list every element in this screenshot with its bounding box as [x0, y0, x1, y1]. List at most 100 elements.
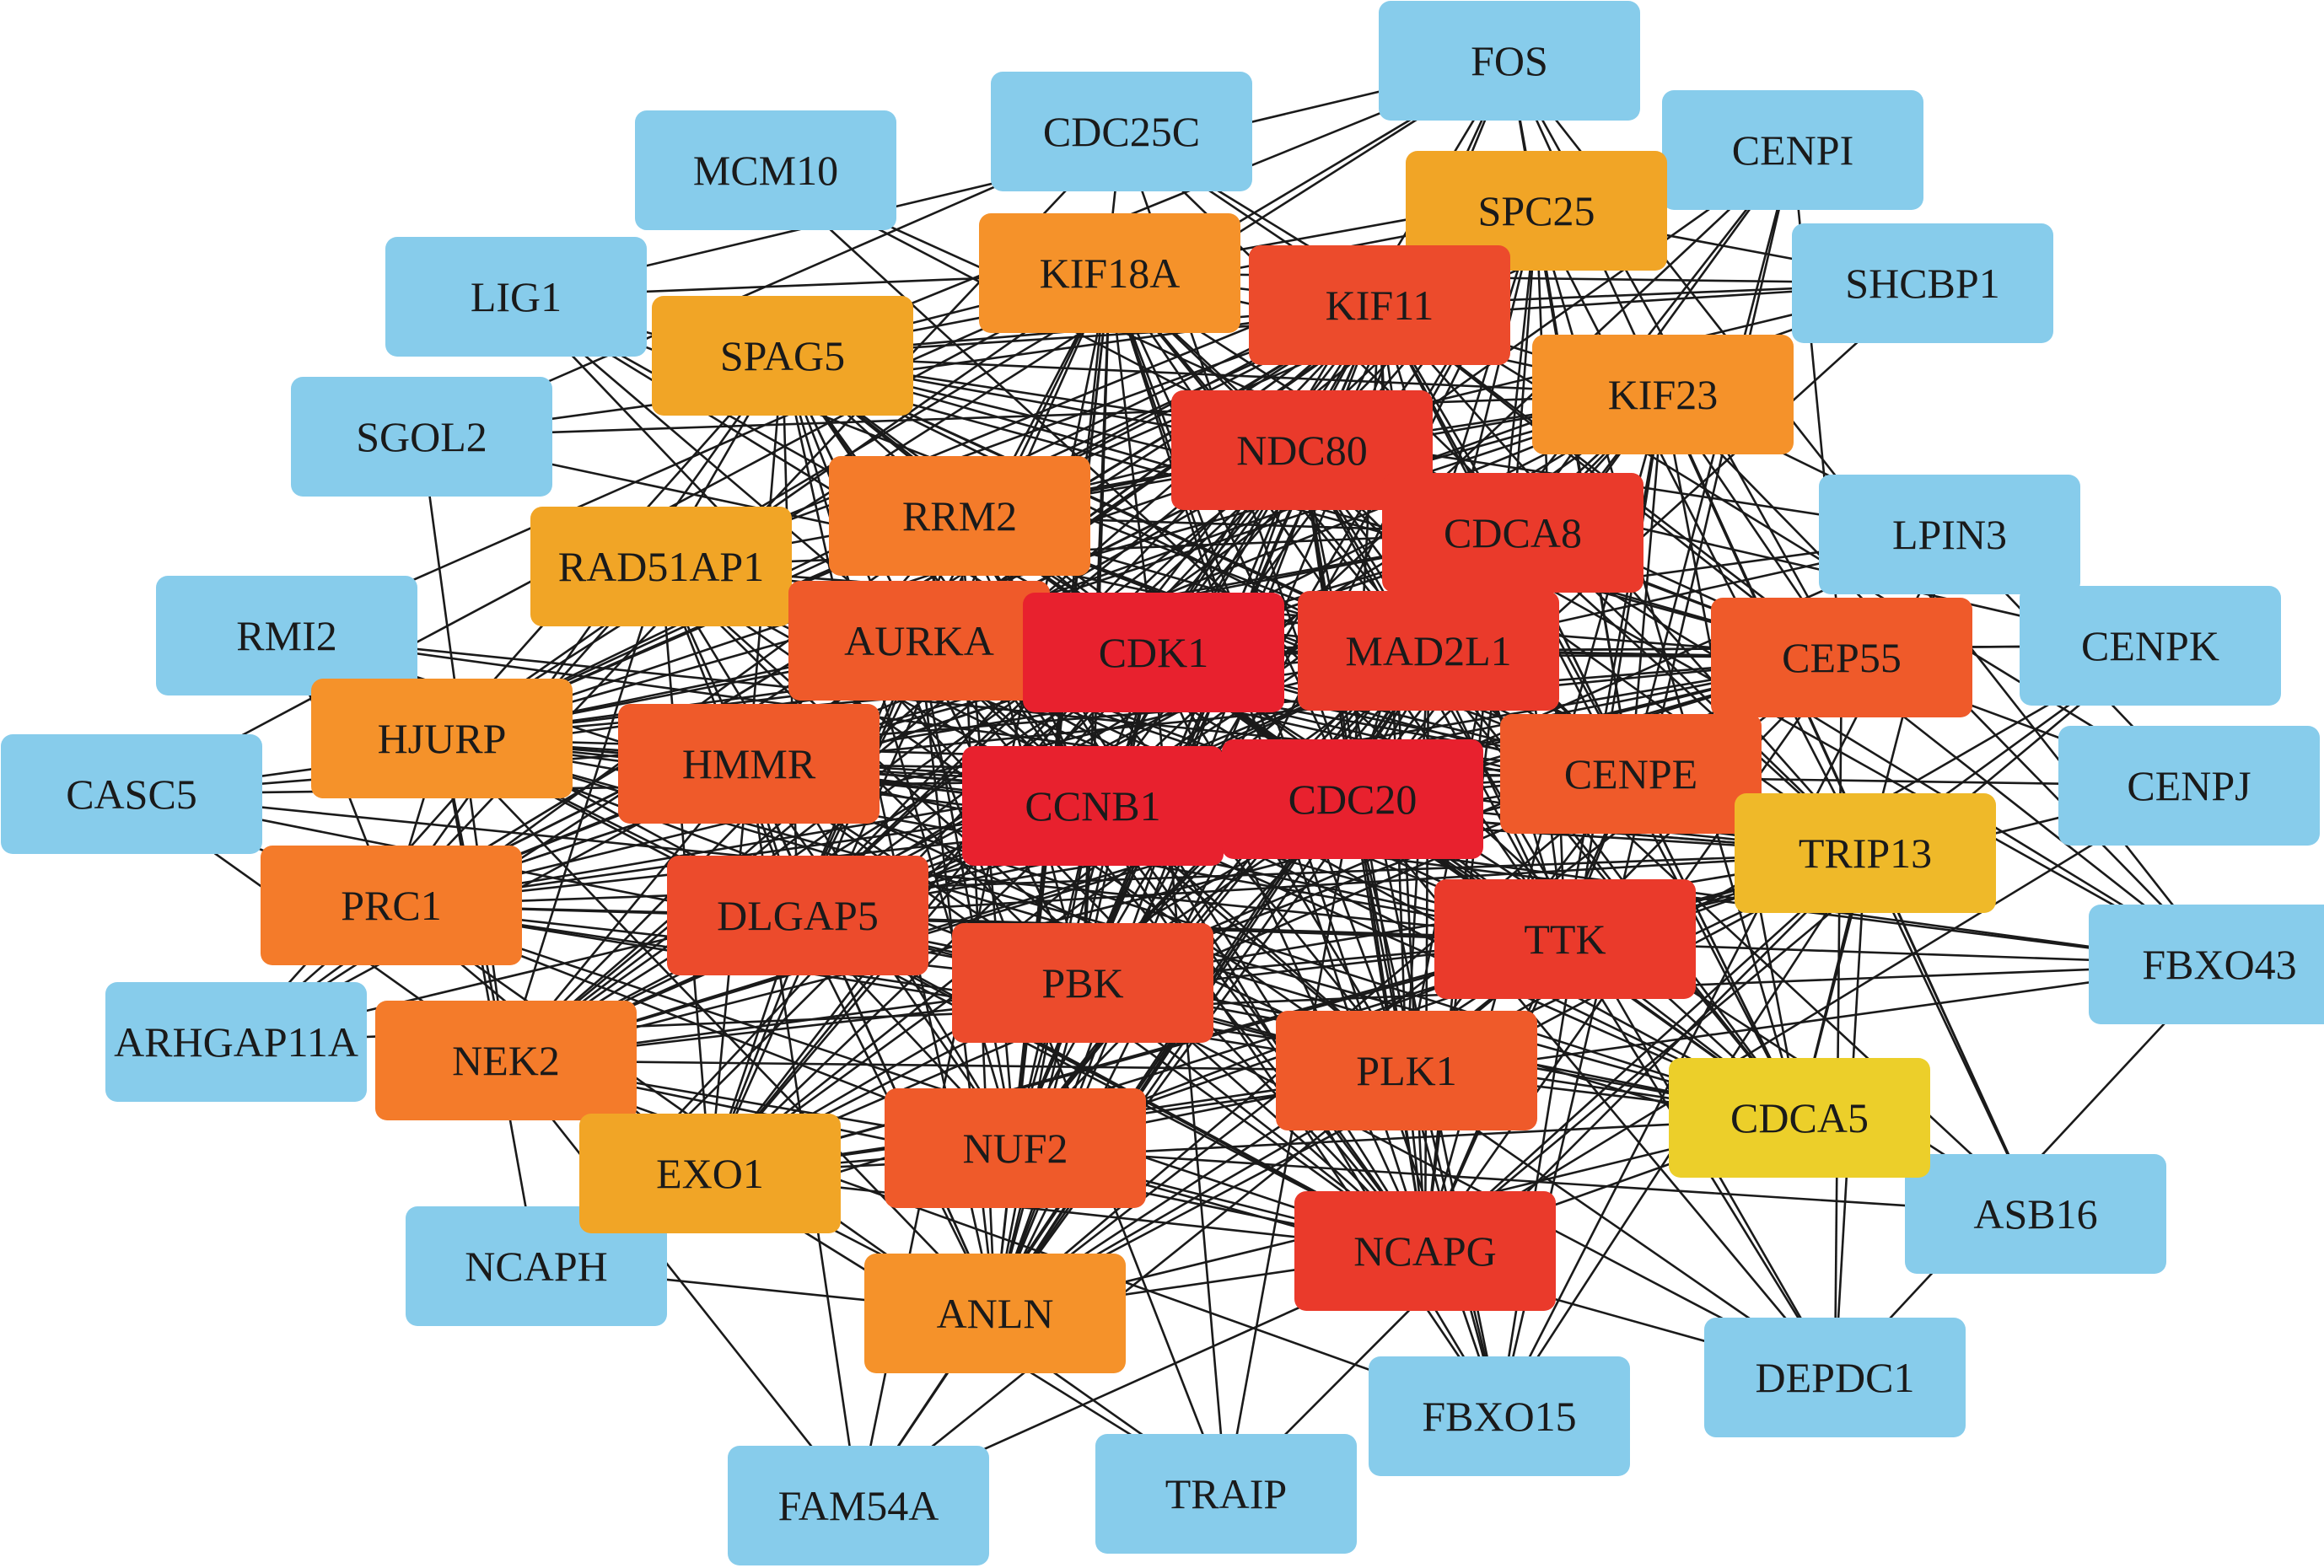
node-label: HMMR — [682, 740, 816, 787]
node-box — [1819, 475, 2080, 594]
node-box — [1023, 593, 1284, 712]
node-cenpe[interactable]: CENPE — [1500, 714, 1762, 834]
node-cdca5[interactable]: CDCA5 — [1669, 1058, 1930, 1178]
node-kif23[interactable]: KIF23 — [1532, 335, 1794, 454]
node-label: NDC80 — [1236, 427, 1368, 474]
node-label: CDC25C — [1043, 108, 1200, 155]
node-cdc20[interactable]: CDC20 — [1222, 739, 1483, 859]
node-cenpi[interactable]: CENPI — [1662, 90, 1923, 210]
node-nek2[interactable]: NEK2 — [375, 1001, 637, 1120]
edge-kif23-cenpe — [1629, 394, 1665, 775]
edge-depdc1-cdc20 — [1352, 798, 1836, 1378]
node-box — [1792, 223, 2053, 343]
node-box — [2058, 726, 2320, 846]
node-kif18a[interactable]: KIF18A — [979, 213, 1240, 333]
node-cdk1[interactable]: CDK1 — [1023, 593, 1284, 712]
node-label: CASC5 — [66, 771, 197, 818]
node-box — [1662, 90, 1923, 210]
node-label: ARHGAP11A — [114, 1018, 358, 1066]
node-box — [1379, 1, 1640, 121]
edge-spag5-kif23 — [782, 354, 1664, 396]
node-asb16[interactable]: ASB16 — [1905, 1154, 2166, 1274]
node-cenpj[interactable]: CENPJ — [2058, 726, 2320, 846]
node-box — [864, 1254, 1126, 1373]
node-box — [1294, 1191, 1556, 1311]
node-box — [1382, 473, 1643, 593]
node-arhgap11a[interactable]: ARHGAP11A — [105, 982, 367, 1102]
node-box — [311, 679, 573, 798]
node-mcm10[interactable]: MCM10 — [635, 110, 896, 230]
node-aurka[interactable]: AURKA — [788, 581, 1050, 701]
node-cdc25c[interactable]: CDC25C — [991, 72, 1252, 191]
node-cenpk[interactable]: CENPK — [2020, 586, 2281, 706]
node-label: CENPK — [2081, 622, 2219, 669]
node-box — [1735, 793, 1996, 913]
node-depdc1[interactable]: DEPDC1 — [1704, 1318, 1966, 1437]
node-label: NEK2 — [452, 1037, 560, 1084]
node-trip13[interactable]: TRIP13 — [1735, 793, 1996, 913]
edge-cdk1-kif18a — [1108, 272, 1155, 653]
node-casc5[interactable]: CASC5 — [1, 734, 262, 854]
edge-cdc25c-cenpj — [1121, 130, 2190, 787]
node-nuf2[interactable]: NUF2 — [885, 1088, 1146, 1208]
node-fbxo15[interactable]: FBXO15 — [1369, 1356, 1630, 1476]
node-cep55[interactable]: CEP55 — [1711, 598, 1972, 717]
node-anln[interactable]: ANLN — [864, 1254, 1126, 1373]
edge-ncapg-hjurp — [441, 737, 1426, 1253]
node-ccnb1[interactable]: CCNB1 — [962, 746, 1224, 866]
node-label: TRAIP — [1165, 1470, 1287, 1517]
edge-rmi2-kif18a — [286, 271, 1111, 637]
node-box — [1406, 151, 1667, 271]
node-box — [652, 296, 913, 416]
node-label: SGOL2 — [356, 413, 487, 460]
node-label: MCM10 — [693, 147, 838, 194]
node-cdca8[interactable]: CDCA8 — [1382, 473, 1643, 593]
node-ttk[interactable]: TTK — [1434, 879, 1696, 999]
node-fbxo43[interactable]: FBXO43 — [2089, 905, 2324, 1024]
node-rad51ap1[interactable]: RAD51AP1 — [530, 507, 792, 626]
edge-cenpk-ncapg — [1424, 645, 2151, 1252]
node-dlgap5[interactable]: DLGAP5 — [667, 856, 928, 975]
node-exo1[interactable]: EXO1 — [579, 1114, 841, 1233]
node-label: FBXO15 — [1422, 1393, 1576, 1440]
node-fam54a[interactable]: FAM54A — [728, 1446, 989, 1565]
edge-dlgap5-trip13 — [797, 851, 1866, 917]
node-mad2l1[interactable]: MAD2L1 — [1298, 591, 1559, 711]
node-box — [375, 1001, 637, 1120]
node-ndc80[interactable]: NDC80 — [1171, 390, 1433, 510]
edge-shcbp1-rrm2 — [959, 282, 1923, 518]
edge-depdc1-rad51ap1 — [660, 565, 1836, 1379]
node-ncapg[interactable]: NCAPG — [1294, 1191, 1556, 1311]
node-label: TTK — [1524, 916, 1606, 963]
node-lpin3[interactable]: LPIN3 — [1819, 475, 2080, 594]
node-box — [618, 704, 880, 824]
node-kif11[interactable]: KIF11 — [1249, 245, 1510, 365]
node-plk1[interactable]: PLK1 — [1276, 1011, 1537, 1130]
node-spc25[interactable]: SPC25 — [1406, 151, 1667, 271]
node-hmmr[interactable]: HMMR — [618, 704, 880, 824]
node-rrm2[interactable]: RRM2 — [829, 456, 1090, 576]
node-fos[interactable]: FOS — [1379, 1, 1640, 121]
node-label: KIF18A — [1040, 250, 1181, 297]
node-box — [2089, 905, 2324, 1024]
edge-cdc20-anln — [993, 798, 1354, 1314]
node-traip[interactable]: TRAIP — [1095, 1434, 1357, 1554]
node-box — [1171, 390, 1433, 510]
edge-depdc1-cep55 — [1833, 657, 1843, 1378]
node-lig1[interactable]: LIG1 — [385, 237, 647, 357]
node-rmi2[interactable]: RMI2 — [156, 576, 417, 695]
node-label: LPIN3 — [1892, 511, 2007, 558]
node-label: DEPDC1 — [1756, 1354, 1915, 1401]
node-shcbp1[interactable]: SHCBP1 — [1792, 223, 2053, 343]
node-ncaph[interactable]: NCAPH — [406, 1206, 667, 1326]
node-label: CENPJ — [2127, 762, 2251, 809]
node-prc1[interactable]: PRC1 — [261, 846, 522, 965]
node-pbk[interactable]: PBK — [952, 923, 1213, 1043]
node-box — [261, 846, 522, 965]
node-sgol2[interactable]: SGOL2 — [291, 377, 552, 497]
node-spag5[interactable]: SPAG5 — [652, 296, 913, 416]
node-label: HJURP — [378, 715, 507, 762]
node-hjurp[interactable]: HJURP — [311, 679, 573, 798]
edge-fbxo43-cdca8 — [1512, 531, 2220, 966]
